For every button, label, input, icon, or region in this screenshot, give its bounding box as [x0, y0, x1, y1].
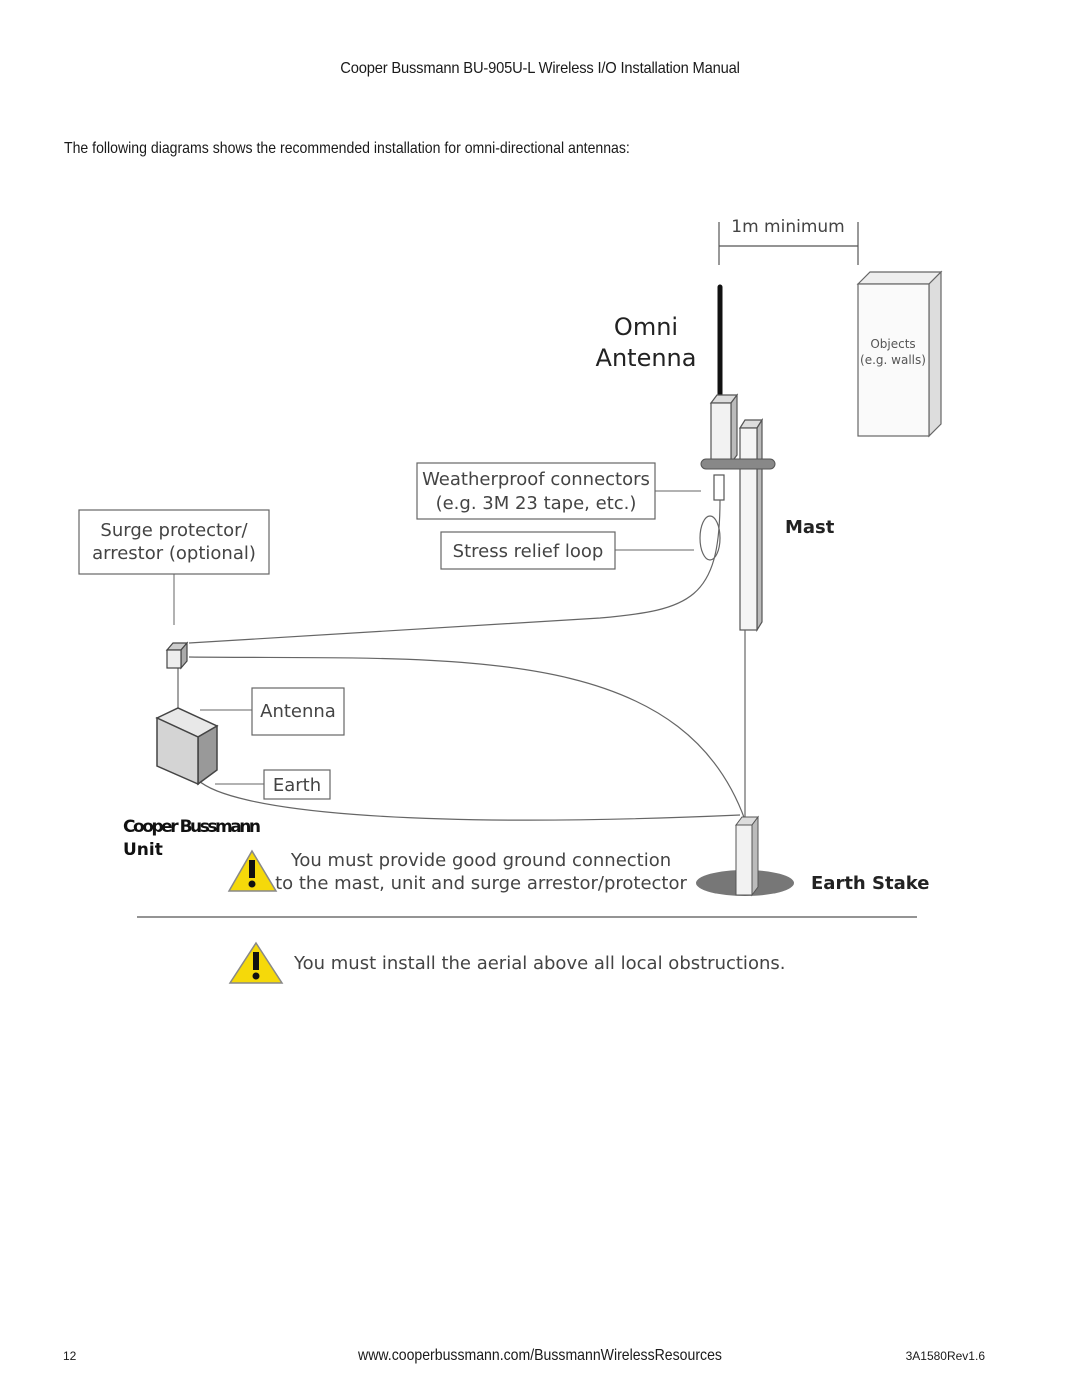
surge-label-1: Surge protector/ — [100, 520, 248, 541]
mast-label: Mast — [785, 517, 835, 538]
earth-callout — [263, 769, 331, 800]
antenna-callout — [251, 687, 345, 736]
mast — [738, 417, 764, 633]
ground-warning-1: You must provide good ground connection — [290, 850, 671, 871]
document-revision: 3A1580Rev1.6 — [905, 1349, 985, 1363]
mast-clamp — [700, 458, 776, 470]
warning-icon — [227, 849, 278, 892]
cables — [177, 499, 746, 821]
warning-icon-aerial — [228, 941, 284, 984]
page-number: 12 — [63, 1349, 77, 1363]
omni-label-1: Omni — [614, 313, 678, 341]
page-header: Cooper Bussmann BU-905U-L Wireless I/O I… — [340, 60, 740, 77]
distance-dimension — [718, 222, 859, 265]
ground-warning-2: to the mast, unit and surge arrestor/pro… — [275, 873, 687, 894]
unit-label-2: Unit — [123, 840, 163, 860]
weatherproof-callout — [416, 462, 656, 520]
footer-url[interactable]: www.cooperbussmann.com/BussmannWirelessR… — [358, 1347, 722, 1364]
omni-label-2: Antenna — [596, 344, 697, 372]
intro-text: The following diagrams shows the recomme… — [64, 140, 630, 157]
surge-protector-callout — [78, 509, 270, 575]
earth-label: Earth — [273, 775, 321, 796]
stress-relief-callout — [440, 531, 616, 570]
stress-relief-label: Stress relief loop — [453, 541, 604, 562]
aerial-warning: You must install the aerial above all lo… — [293, 953, 785, 974]
weatherproof-label-1: Weatherproof connectors — [422, 469, 650, 490]
objects-wall — [856, 270, 943, 438]
weatherproof-label-2: (e.g. 3M 23 tape, etc.) — [436, 493, 637, 514]
objects-label-2: (e.g. walls) — [860, 353, 926, 367]
radio-unit-device — [155, 707, 219, 786]
min-distance-label: 1m minimum — [731, 217, 844, 237]
unit-label-1: Cooper Bussmann — [123, 817, 261, 837]
surge-protector-device — [165, 641, 189, 670]
objects-label-1: Objects — [870, 337, 915, 351]
stress-relief-loop — [699, 515, 721, 561]
antenna-label: Antenna — [260, 701, 336, 722]
installation-diagram: 1m minimum Objects (e.g. walls) Omni Ant… — [78, 217, 943, 984]
earth-stake-label: Earth Stake — [811, 873, 929, 894]
antenna-base — [709, 393, 739, 501]
surge-label-2: arrestor (optional) — [92, 543, 256, 564]
earth-stake — [696, 815, 794, 897]
